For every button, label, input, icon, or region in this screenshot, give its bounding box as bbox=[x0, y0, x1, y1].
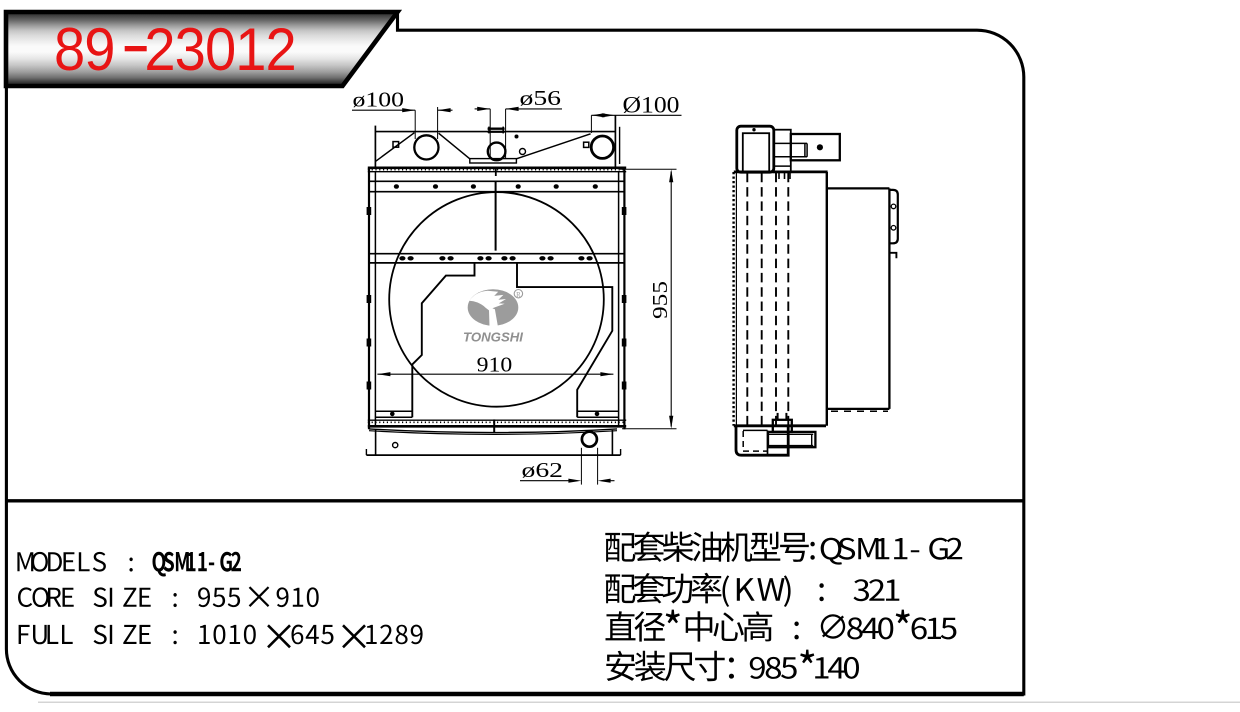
svg-text:23012: 23012 bbox=[144, 16, 295, 83]
svg-text:ø56: ø56 bbox=[520, 86, 562, 110]
svg-text:89: 89 bbox=[54, 16, 115, 83]
svg-text:955: 955 bbox=[648, 281, 672, 319]
svg-text:R: R bbox=[516, 292, 521, 299]
svg-text:ø100: ø100 bbox=[353, 87, 405, 111]
svg-text:Ø100: Ø100 bbox=[623, 93, 680, 119]
svg-text:TONGSHI: TONGSHI bbox=[463, 330, 524, 344]
svg-text:910: 910 bbox=[477, 353, 513, 377]
svg-text:ø62: ø62 bbox=[522, 458, 564, 482]
